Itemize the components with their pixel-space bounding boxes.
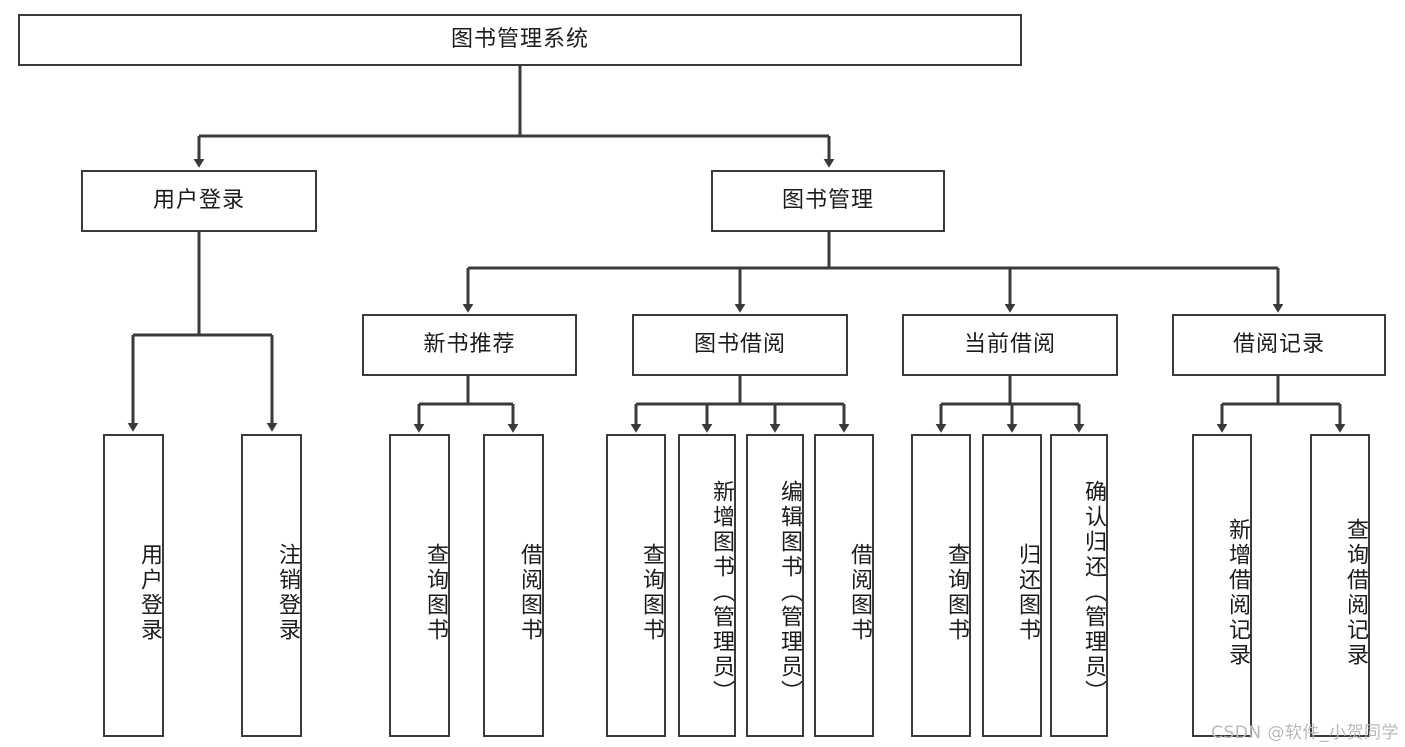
node-root[interactable]: 图书管理系统 (18, 14, 1022, 66)
leaf-new-query-book[interactable]: 查询图书 (389, 434, 450, 737)
leaf-borrow-query-book[interactable]: 查询图书 (606, 434, 666, 737)
leaf-new-borrow-book[interactable]: 借阅图书 (483, 434, 544, 737)
leaf-borrow-add-book[interactable]: 新增图书（管理员） (678, 434, 736, 737)
node-book-manage[interactable]: 图书管理 (711, 170, 945, 232)
node-current-borrow[interactable]: 当前借阅 (902, 314, 1118, 376)
leaf-record-add[interactable]: 新增借阅记录 (1192, 434, 1252, 737)
leaf-user-logout[interactable]: 注销登录 (241, 434, 302, 737)
leaf-current-query-book[interactable]: 查询图书 (911, 434, 971, 737)
node-borrow-record[interactable]: 借阅记录 (1172, 314, 1386, 376)
node-new-book-recommend[interactable]: 新书推荐 (362, 314, 577, 376)
leaf-borrow-edit-book[interactable]: 编辑图书（管理员） (746, 434, 804, 737)
leaf-borrow-lend-book[interactable]: 借阅图书 (814, 434, 874, 737)
leaf-user-login[interactable]: 用户登录 (103, 434, 164, 737)
node-book-borrow[interactable]: 图书借阅 (632, 314, 848, 376)
leaf-current-return-book[interactable]: 归还图书 (982, 434, 1042, 737)
leaf-record-query[interactable]: 查询借阅记录 (1310, 434, 1370, 737)
node-user-login[interactable]: 用户登录 (81, 170, 317, 232)
leaf-current-confirm-return[interactable]: 确认归还（管理员） (1050, 434, 1108, 737)
watermark-credit: CSDN @软件_小贺同学 (1211, 723, 1399, 743)
